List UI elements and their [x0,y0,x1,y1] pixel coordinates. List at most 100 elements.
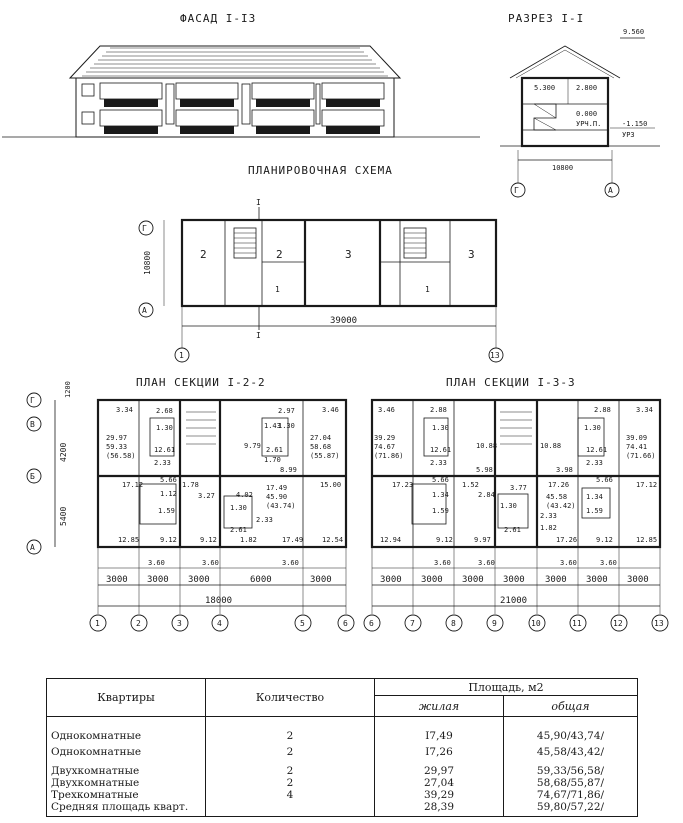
scheme-unit: 1 [275,285,280,294]
row-type: Однокомнатные [51,730,142,742]
row-type: Трехкомнатные [51,789,139,801]
area-label: 1.30 [500,502,517,510]
area-label: (43.74) [266,502,296,510]
area-label: 2.61 [266,446,283,454]
axis-bubble-3 [171,614,189,632]
row-dim: 5400 [59,507,68,526]
axis-number-row: 1 2 3 4 5 6 6 7 8 9 10 11 12 13 [89,547,669,632]
axis-bubble-a-section [604,182,620,198]
axis-label: 5 [300,619,305,628]
area-label: 4.02 [236,491,253,499]
axis-bubble-7 [404,614,422,632]
area-label: 29.97 [106,434,127,442]
area-label: 9.97 [474,536,491,544]
apartment-area-table: Квартиры Количество Площадь, м2 жилая об… [46,678,638,817]
area-label: 9.12 [200,536,217,544]
area-label: (55.87) [310,452,340,460]
facade-title: ФАСАД I-I3 [180,12,256,25]
area-label: 1.34 [432,491,449,499]
axis-bubble-13 [651,614,669,632]
axis-bubble-11 [569,614,587,632]
row-total: 59,33/56,58/ [536,765,605,777]
area-label: 12.85 [636,536,657,544]
area-label: 2.88 [430,406,447,414]
area-label: 5.66 [160,476,177,484]
facade-balconies [81,82,385,134]
area-label: 15.00 [320,481,341,489]
row-total: 45,58/43,42/ [536,746,605,758]
area-label: 39.09 [626,434,647,442]
axis-bubble-g-section [510,182,526,198]
scheme-room: 3 [468,248,476,261]
row-total: 59,80/57,22/ [536,801,605,813]
row-count: 2 [286,730,294,742]
axis-label: А [30,543,35,552]
axis-label: 2 [136,619,141,628]
area-label: 5.66 [432,476,449,484]
area-label: 2.33 [256,516,273,524]
row-dim: 1200 [64,381,72,398]
row-total: 45,90/43,74/ [536,730,605,742]
level-floor1: 0.000 [576,110,597,118]
area-label: 17.12 [122,481,143,489]
area-label: 1.30 [432,424,449,432]
scheme-room: 3 [345,248,353,261]
level-ground-note: УРЗ [622,131,635,139]
area-label: 17.26 [548,481,569,489]
area-label: 74.41 [626,443,647,451]
row-living: 28,39 [423,801,455,813]
area-label: 2.61 [504,526,521,534]
area-label: 1.59 [586,507,603,515]
row-count: 4 [286,789,294,801]
row-total: 58,68/55,87/ [536,777,605,789]
axis-bubble-a [26,539,42,555]
row-type: Двухкомнатные [51,765,140,777]
axis-label: А [608,186,613,195]
roof-hatch [82,47,388,77]
area-label: 2.97 [278,407,295,415]
axis-bubble-6b [363,614,381,632]
scheme-title: ПЛАНИРОВОЧНАЯ СХЕМА [248,164,393,177]
section-stair [533,103,557,131]
axis-bubble-12 [610,614,628,632]
area-label: 1.30 [230,504,247,512]
level-upper: 5.300 [534,84,555,92]
sub-dimension-row: 3.60 3.60 3.60 3.60 3.60 3.60 3.60 [98,559,660,569]
living-area-column: I7,49 I7,26 29,97 27,04 39,29 28,39 [374,716,504,817]
axis-label: 7 [410,619,415,628]
bay-dim: 3000 [627,575,649,585]
axis-label: 10 [531,619,541,628]
row-total: 74,67/71,86/ [536,789,605,801]
area-label: 1.34 [586,493,603,501]
sub-dim: 3.60 [560,559,577,567]
area-label: 1.12 [160,490,177,498]
axis-bubble-4 [211,614,229,632]
area-label: 58.68 [310,443,331,451]
bay-dim: 3000 [503,575,525,585]
row-living: 27,04 [423,777,455,789]
scheme-depth: 10800 [143,251,152,275]
total-dimension-row: 18000 21000 [98,596,660,607]
area-label: 2.33 [154,459,171,467]
area-label: 1.30 [278,422,295,430]
area-label: 3.46 [322,406,339,414]
axis-label: 1 [95,619,100,628]
row-count [210,801,370,813]
axis-bubble-1 [89,614,107,632]
area-label: 2.68 [156,407,173,415]
area-label: 1.52 [462,481,479,489]
axis-bubble-v [26,416,42,432]
facade: ФАСАД I-I3 [2,12,480,138]
section-plans: ПЛАН СЕКЦИИ I-2-2 ПЛАН СЕКЦИИ I-3-3 Г В … [26,376,669,632]
area-label: 45.58 [546,493,567,501]
sub-dim: 3.60 [434,559,451,567]
axis-bubble-6 [337,614,355,632]
count-column: 2 2 2 2 4 [205,716,375,817]
row-living: 29,97 [423,765,455,777]
area-label: 1.43 [264,422,281,430]
axis-label: 4 [217,619,222,628]
axis-bubble-2 [130,614,148,632]
area-label: 17.12 [636,481,657,489]
axis-label: Г [30,396,35,405]
area-label: 59.33 [106,443,127,451]
